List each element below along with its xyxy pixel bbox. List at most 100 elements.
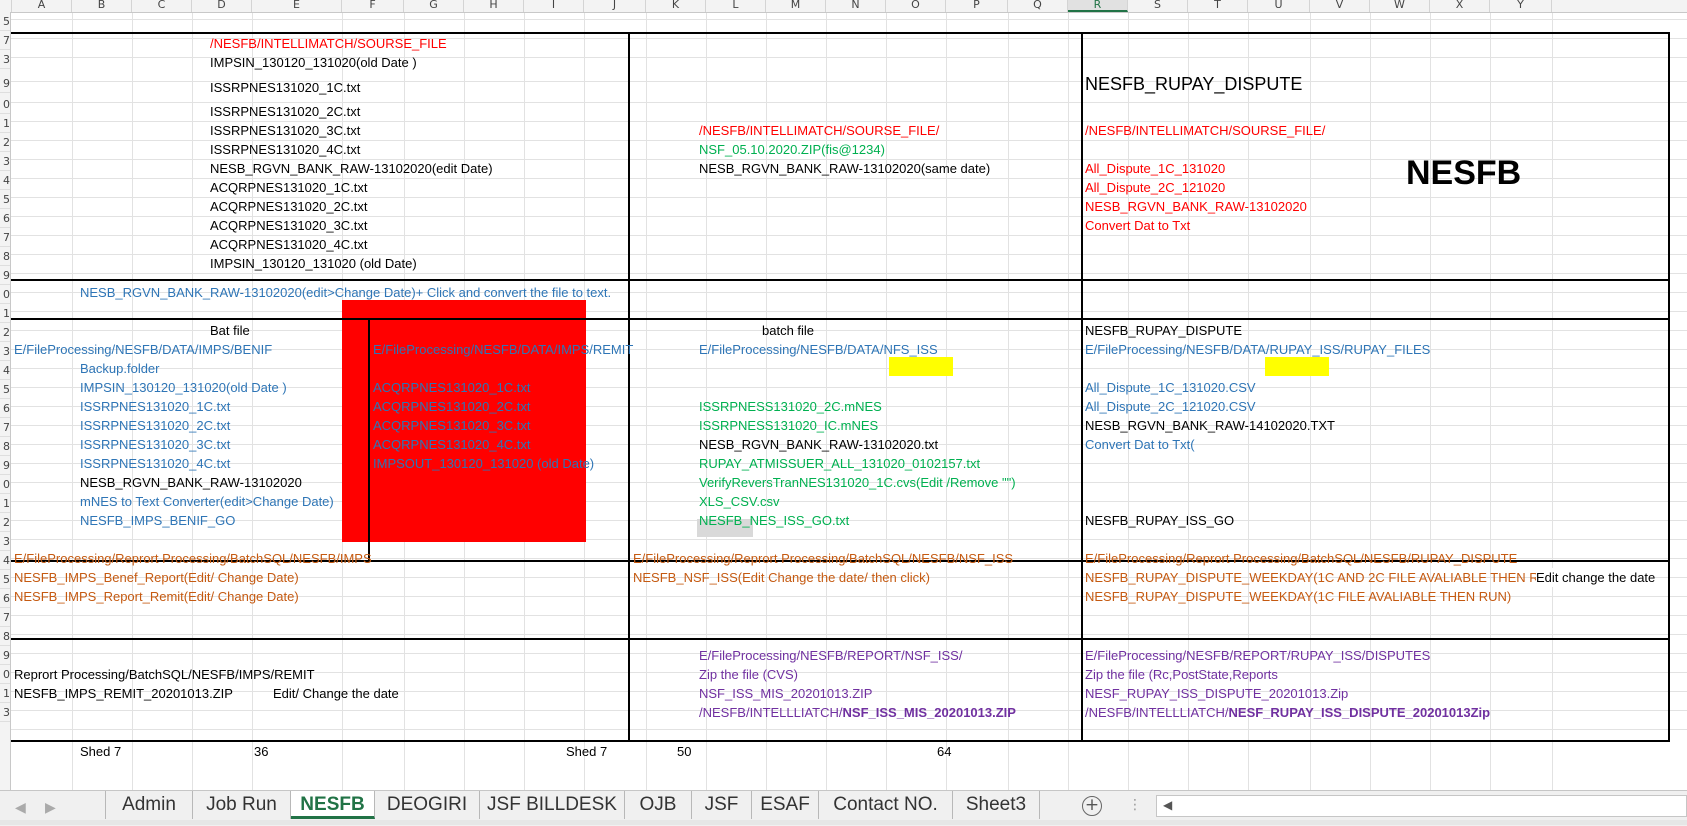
column-header[interactable]: U [1248,0,1310,12]
cell-text[interactable]: E/FileProcessing/NESFB/DATA/NFS_ISS [699,342,938,357]
column-header[interactable]: B [72,0,132,12]
cell-text[interactable]: ISSRPNESS131020_2C.mNES [699,399,882,414]
column-header[interactable]: N [826,0,886,12]
row-header[interactable]: 9 [0,456,10,475]
cell-text[interactable]: Convert Dat to Txt( [1085,437,1195,452]
column-header[interactable]: Y [1490,0,1552,12]
cell-text[interactable]: NESFB_NES_ISS_GO.txt [699,513,850,528]
cell-text[interactable]: NESFB_IMPS_BENIF_GO [80,513,236,528]
cell-text[interactable]: IMPSIN_130120_131020(old Date ) [80,380,287,395]
cell-text[interactable]: ISSRPNES131020_1C.txt [80,399,231,414]
cell-text[interactable]: /NESFB/INTELLLIATCH/NESF_RUPAY_ISS_DISPU… [1085,703,1490,722]
cell-text[interactable]: E/FileProcessing/NESFB/DATA/IMPS/REMIT [373,342,634,357]
cell-text[interactable]: NESFB_IMPS_REMIT_20201013.ZIP [14,686,233,701]
nesfb-title[interactable]: NESFB [1406,154,1522,192]
row-header[interactable]: 7 [0,418,10,437]
cell-text[interactable]: IMPSIN_130120_131020 (old Date) [210,256,417,271]
cell-text[interactable]: NESB_RGVN_BANK_RAW-13102020(edit Date) [210,161,493,176]
column-header[interactable]: Q [1008,0,1068,12]
cell-text[interactable]: ISSRPNES131020_2C.txt [210,104,361,119]
row-header[interactable]: 0 [0,95,10,114]
column-header[interactable]: I [524,0,584,12]
cell-text[interactable]: NESB_RGVN_BANK_RAW-13102020 [1085,199,1307,214]
cell-text[interactable]: VerifyReversTranNES131020_1C.cvs(Edit /R… [699,475,1016,490]
row-header[interactable]: 9 [0,646,10,665]
column-header[interactable]: L [706,0,766,12]
spreadsheet-area[interactable]: A B C D E F G H I J K L M N O P Q R S T … [0,0,1687,790]
cell-text[interactable]: ISSRPNES131020_4C.txt [80,456,231,471]
row-header[interactable]: 4 [0,171,10,190]
cell-text[interactable]: ACQRPNES131020_1C.txt [373,380,531,395]
add-sheet-icon[interactable]: + [1082,796,1102,816]
sheet-tab-job-run[interactable]: Job Run [193,791,291,819]
row-header[interactable]: 6 [0,399,10,418]
column-header[interactable]: O [886,0,946,12]
row-header[interactable]: 7 [0,608,10,627]
cell-text[interactable]: 36 [254,744,269,759]
cell-text[interactable]: ACQRPNES131020_3C.txt [210,218,368,233]
sheet-tab-contact-no[interactable]: Contact NO. [819,791,953,819]
row-header[interactable]: 6 [0,209,10,228]
cell-text[interactable]: Shed 7 [566,744,608,759]
cell-text[interactable]: NESFB_IMPS_Benef_Report(Edit/ Change Dat… [14,570,299,585]
cell-text[interactable]: Zip the file (Rc,PostState,Reports [1085,667,1278,682]
cell-text[interactable]: XLS_CSV.csv [699,494,780,509]
column-header[interactable]: G [404,0,464,12]
cell-text[interactable]: NESB_RGVN_BANK_RAW-13102020(edit>Change … [80,285,612,300]
cell-text[interactable]: ACQRPNES131020_4C.txt [373,437,531,452]
row-header[interactable]: 8 [0,627,10,646]
cell-text[interactable]: E/FileProcessing/Reprort Processing/Batc… [633,551,1014,566]
cell-text[interactable]: ACQRPNES131020_4C.txt [210,237,368,252]
cell-text[interactable]: 50 [677,744,692,759]
more-dots-icon[interactable]: ⋮ [1128,797,1142,813]
row-header[interactable]: 5 [0,380,10,399]
cell-text[interactable]: NSF_05.10.2020.ZIP(fis@1234) [699,142,885,157]
select-all-corner[interactable] [0,0,12,12]
cell-text[interactable]: E/FileProcessing/Reprort Processing/Batc… [1085,551,1518,566]
cell-text[interactable]: NESB_RGVN_BANK_RAW-14102020.TXT [1085,418,1335,433]
row-header[interactable]: 0 [0,285,10,304]
row-header[interactable]: 3 [0,532,10,551]
cell-text[interactable]: E/FileProcessing/Reprort Processing/Batc… [14,551,372,566]
column-header[interactable]: C [132,0,192,12]
cell-text[interactable]: NESB_RGVN_BANK_RAW-13102020 [80,475,302,490]
cell-text[interactable]: /NESFB/INTELLIMATCH/SOURSE_FILE/ [699,123,940,138]
cell-text[interactable]: ACQRPNES131020_2C.txt [210,199,368,214]
cell-text[interactable]: ISSRPNES131020_2C.txt [80,418,231,433]
sheet-tab-jsf-billdesk[interactable]: JSF BILLDESK [480,791,625,819]
cell-text[interactable]: 64 [937,744,952,759]
cell-text[interactable]: All_Dispute_1C_131020 [1085,161,1226,176]
cell-text[interactable]: Edit change the date [1536,568,1656,587]
cell-text[interactable]: IMPSIN_130120_131020(old Date ) [210,55,417,70]
section-heading[interactable]: NESFB_RUPAY_DISPUTE [1085,74,1303,94]
row-header[interactable]: 4 [0,551,10,570]
column-header[interactable]: E [252,0,342,12]
row-header[interactable]: 9 [0,266,10,285]
cell-text[interactable]: E/FileProcessing/NESFB/REPORT/RUPAY_ISS/… [1085,648,1431,663]
cell-text[interactable]: NESFB_RUPAY_ISS_GO [1085,513,1235,528]
cell-text[interactable]: /NESFB/INTELLIMATCH/SOURSE_FILE [210,36,447,51]
column-header[interactable]: X [1430,0,1490,12]
cell-text[interactable]: /NESFB/INTELLIMATCH/SOURSE_FILE/ [1085,123,1326,138]
row-header[interactable]: 2 [0,133,10,152]
column-header[interactable]: F [342,0,404,12]
column-header-selected[interactable]: R [1068,0,1128,12]
row-header[interactable]: 3 [0,342,10,361]
cell-text[interactable]: Backup.folder [80,361,160,376]
cell-text[interactable]: NESFB_IMPS_Report_Remit(Edit/ Change Dat… [14,589,299,604]
scroll-left-icon[interactable]: ◀ [1163,798,1173,812]
row-header[interactable]: 5 [0,12,10,31]
sheet-tab-sheet3[interactable]: Sheet3 [953,791,1040,819]
cell-grid[interactable]: /NESFB/INTELLIMATCH/SOURSE_FILE IMPSIN_1… [11,13,1687,790]
cell-text[interactable]: NESB_RGVN_BANK_RAW-13102020.txt [699,437,939,452]
column-header[interactable]: M [766,0,826,12]
sheet-tab-nesfb[interactable]: NESFB [291,791,375,819]
cell-text[interactable]: All_Dispute_2C_121020.CSV [1085,399,1256,414]
column-header[interactable]: K [646,0,706,12]
row-header[interactable]: 9 [0,74,10,93]
sheet-tab-jsf[interactable]: JSF [692,791,752,819]
sheet-tab-ojb[interactable]: OJB [625,791,692,819]
row-header[interactable]: 2 [0,323,10,342]
horizontal-scrollbar[interactable]: ◀ [1156,795,1687,817]
column-header[interactable]: W [1370,0,1430,12]
